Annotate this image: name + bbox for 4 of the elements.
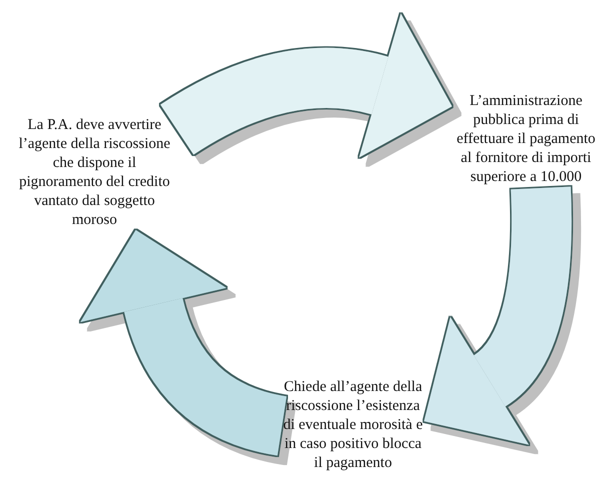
- step-text: La P.A. deve avvertire l’agente della riscossione che dispone il pignoramento del credito vantato dal soggetto moroso: [18, 116, 172, 230]
- curved-block-arrow: [81, 230, 288, 456]
- step-text: Chiede all’agente della riscossione l’esistenza di eventuale morosità e in caso positivo blocca il pagamento: [282, 378, 424, 473]
- step-text: L’amministrazione pubblica prima di effettuare il pagamento al fornitore di importi superiore a 10.000: [456, 92, 596, 187]
